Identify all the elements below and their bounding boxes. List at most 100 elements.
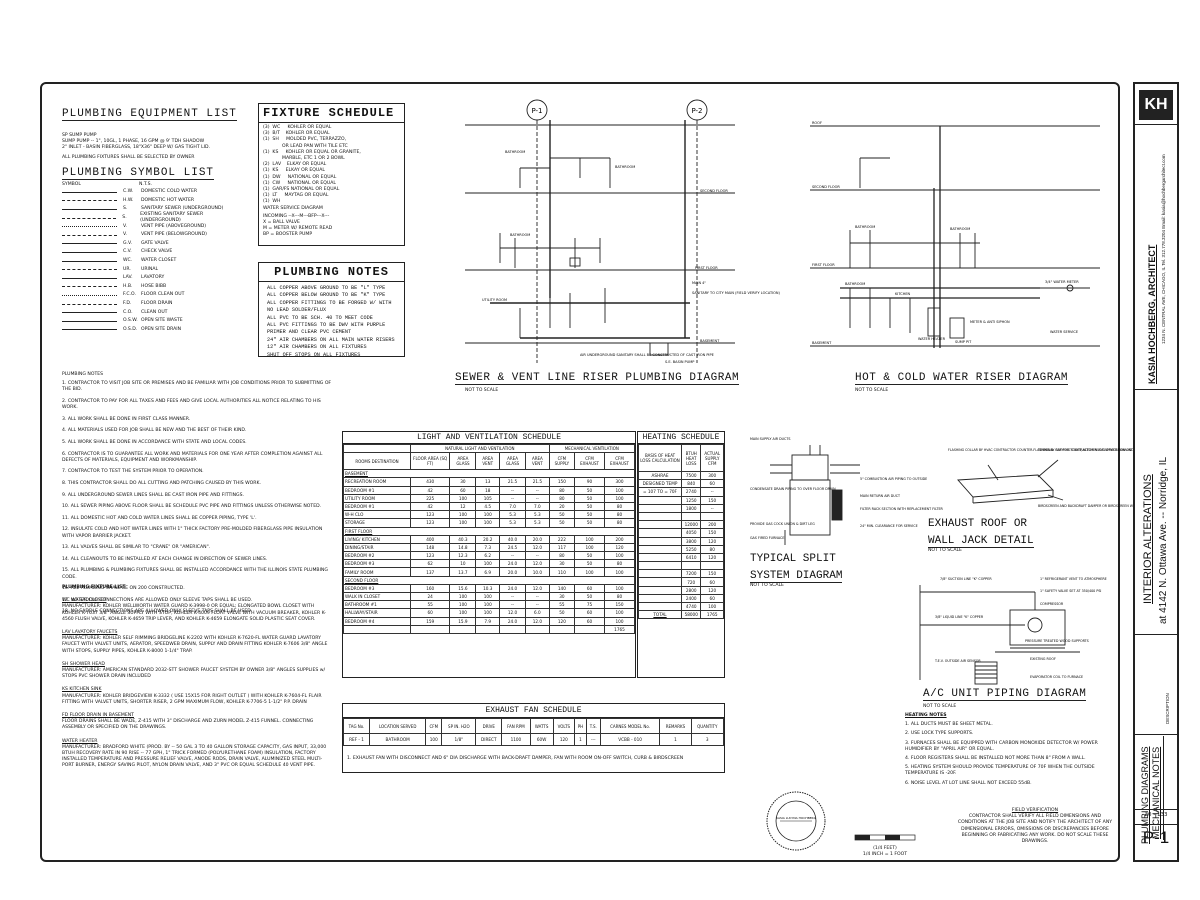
lv-cell: 60 [409,608,451,618]
plumbing-note-line: NO LEAD SOLDER/FLUX [267,307,327,314]
heating-cell [700,511,724,522]
fixture-line: (1) GAR/FS NATIONAL OR EQUAL [263,187,340,193]
lv-cell: 42 [409,501,451,512]
lv-header: FLOOR AREA (SQ FT) [409,452,451,471]
lv-cell: 123 [409,518,451,528]
lv-cell: -- [525,551,550,561]
exhaust-cell: 1 [574,733,587,746]
lv-section: BASEMENT [343,469,635,479]
split-title-line2: SYSTEM DIAGRAM [750,570,843,583]
general-note-item: 7. CONTRACTOR TO TEST THE SYSTEM PRIOR T… [62,469,204,475]
fixture-list-body: MANUFACTURER: KOHLER SELF RIMMING BRIDGE… [62,636,328,654]
exhaust-header: SP IN. H2O [441,718,477,734]
exhaust-header: TAG No. [342,718,371,734]
lv-cell: 14.8 [449,542,477,553]
symbol-line-icon [62,200,117,202]
lv-header: AREA GLASS [499,452,527,471]
heating-notes: HEATING NOTES 1. ALL DUCTS MUST BE SHEET… [905,713,1115,787]
general-note-item: 5. ALL WORK SHALL BE DONE IN ACCORDANCE … [62,439,247,445]
heating-title: HEATING SCHEDULE [638,432,724,444]
lv-total-cell [409,624,451,634]
exhaust-header: T.S. [585,718,601,734]
symbol-code: F.D. [123,300,132,306]
fixture-list-body: MANUFACTURER: KOHLER BRIDGEVIEW K-3332 (… [62,693,322,705]
exhaust-cell: REF - 1 [342,733,371,746]
exhaust-roof-title-line1: EXHAUST ROOF OR [928,518,1028,530]
lv-cell: 5.3 [525,510,550,520]
lv-cell: 42 [409,485,451,495]
symbol-label: WATER CLOSET [141,257,177,263]
symbol-row: C.O.CLEAN OUT [62,308,244,317]
lv-cell: 123 [409,551,451,561]
symbol-label: EXISTING SANITARY SEWER (UNDERGROUND) [140,211,204,224]
heating-header: BASIS OF HEAT LOSS CALCULATION [637,444,683,472]
heating-basis-cell [637,593,683,604]
lv-cell: BEDROOM #3 [343,583,411,594]
general-note-item: 8. THIS CONTRACTOR SHALL DO ALL CUTTING … [62,480,261,486]
lv-total-cell [499,624,527,634]
symbol-code: C.O. [123,309,133,315]
heating-basis-cell [637,503,683,513]
lv-cell: 10.3 [475,583,501,594]
symbol-line-icon [62,217,117,219]
symbol-line-icon [62,286,117,288]
lv-cell: 100 [604,551,635,561]
symbol-line-icon [62,260,117,262]
lv-cell: 100 [604,567,635,577]
scale-bar [854,834,916,841]
heating-cell [700,561,724,571]
fixture-line: (1) KS KOHLER OR EQUAL OR GRANITE, [263,149,361,155]
symbol-code: O.S.D. [123,326,138,332]
fixture-line: MARBLE, ETC 1 OR 2 BOWL [263,156,345,162]
lv-cell: 5.3 [499,510,527,520]
lv-cell: 62 [409,559,451,569]
fixture-line: (1) DW NATIONAL OR EQUAL [263,174,337,180]
symbol-line-icon [62,226,117,228]
sewer-label: BASEMENT [700,339,720,343]
lv-cell: 12.0 [499,608,527,618]
lv-cell: -- [525,493,550,503]
lv-cell: 100 [475,559,501,569]
symbol-row: O.S.D.OPEN SITE DRAIN [62,326,244,335]
water-title: HOT & COLD WATER RISER DIAGRAM [855,372,1069,385]
firm-details: 1234 N. CENTRAL AVE, CHICAGO, IL Tel. 31… [1161,154,1166,344]
fixture-list-body: MANUFACTURER: BRADFORD WHITE (PROD. BY -… [62,744,327,769]
symbol-row: H.W.DOMESTIC HOT WATER [62,197,244,206]
heating-cell: 7500 [681,470,702,481]
water-riser-diagram: ROOF SECOND FLOOR BATHROOM BATHROOM FIRS… [810,121,1100,348]
heating-basis-cell [637,577,683,587]
heating-basis-cell: ASHRAE [637,470,683,481]
heating-cell: 60 [700,577,724,587]
lv-cell: 50 [574,559,606,569]
heating-cell: -- [700,503,724,513]
lv-header: CFM EXHAUST [574,452,606,471]
lv-cell: 24.0 [499,616,527,626]
ac-label: 1" SAFETY VALVE SET AT 350/400 PSI [1040,589,1101,593]
lv-cell: 50 [574,510,606,520]
symbol-label: OPEN SITE DRAIN [141,326,182,332]
lv-cell: 80 [604,510,635,520]
exhaust-header: QUANTITY [690,718,725,734]
title-block: KH KASIA HOCHBERG, ARCHITECT 1234 N. CEN… [1133,82,1179,862]
lv-cell: 50 [574,485,606,495]
lv-cell: 13 [475,477,501,487]
lv-cell: 50 [574,518,606,528]
fixture-line: OR LEAD PAN WITH TILE ETC [263,143,348,149]
exhaust-cell: 3 [690,733,725,746]
lv-total-cell [574,624,606,634]
ac-label: 3/8" LIQUID LINE "K" COPPER [935,615,984,619]
lv-total-cell [548,624,576,634]
lv-cell: WALK IN CLOSET [343,591,411,602]
fixture-list-head: WC WATER CLOSET [62,598,107,604]
lv-cell: -- [499,493,527,503]
heating-cell: 2800 [681,585,702,595]
lv-cell: 80 [604,591,635,602]
symbol-label: OPEN SITE WASTE [141,318,183,324]
